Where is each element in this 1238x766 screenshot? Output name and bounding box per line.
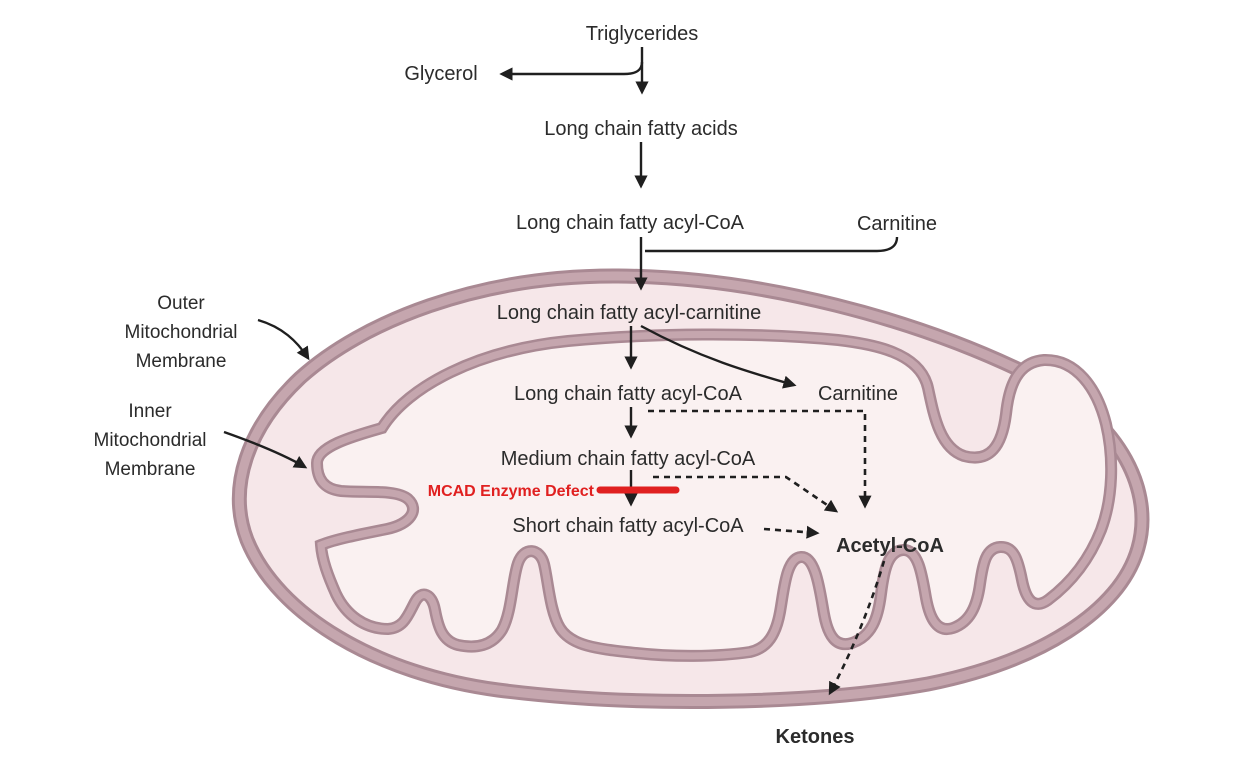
membrane-annotations: Outer Mitochondrial Membrane Inner Mitoc…: [94, 293, 238, 480]
node-long-chain-fatty-acyl-coa-matrix: Long chain fatty acyl-CoA: [514, 383, 743, 405]
dashed-arrow-lcfacoa-to-acetylcoa: [648, 409, 872, 509]
pointer-outer-membrane: [257, 318, 310, 361]
inner-membrane-label-line2: Mitochondrial: [94, 430, 207, 451]
solid-arrows: [223, 47, 899, 507]
outer-membrane-label-line1: Outer: [157, 293, 205, 314]
node-long-chain-fatty-acids: Long chain fatty acids: [544, 118, 737, 140]
pathway-labels: Triglycerides Glycerol Long chain fatty …: [404, 23, 944, 748]
dashed-arrow-scfacoa-to-acetylcoa: [763, 525, 820, 539]
node-medium-chain-fatty-acyl-coa: Medium chain fatty acyl-CoA: [501, 448, 756, 470]
pointer-inner-membrane: [223, 430, 308, 469]
outer-membrane-label-line3: Membrane: [136, 351, 227, 372]
mitochondrion: [239, 276, 1142, 702]
node-acetyl-coa: Acetyl-CoA: [836, 535, 944, 557]
mcad-enzyme-defect-label: MCAD Enzyme Defect: [428, 483, 595, 500]
inner-membrane-label-line3: Membrane: [105, 459, 196, 480]
node-short-chain-fatty-acyl-coa: Short chain fatty acyl-CoA: [512, 515, 744, 537]
node-long-chain-fatty-acyl-coa-cytosol: Long chain fatty acyl-CoA: [516, 212, 745, 234]
outer-membrane-label-line2: Mitochondrial: [125, 322, 238, 343]
node-glycerol: Glycerol: [404, 63, 477, 85]
node-carnitine-matrix: Carnitine: [818, 383, 898, 405]
arrow-triglycerides-to-glycerol: [499, 61, 644, 81]
inner-membrane-label-line1: Inner: [128, 401, 172, 422]
node-ketones: Ketones: [776, 726, 855, 748]
node-triglycerides: Triglycerides: [586, 23, 699, 45]
dashed-arrow-mcfacoa-to-acetylcoa: [653, 475, 839, 513]
connector-carnitine-join: [645, 236, 899, 253]
node-long-chain-fatty-acyl-carnitine: Long chain fatty acyl-carnitine: [497, 302, 762, 324]
dashed-arrow-acetylcoa-to-ketones: [828, 560, 886, 696]
arrow-acylcarnitine-to-carnitine-matrix: [640, 324, 797, 389]
dashed-arrows: [648, 409, 886, 696]
node-carnitine-cytosol: Carnitine: [857, 213, 937, 235]
